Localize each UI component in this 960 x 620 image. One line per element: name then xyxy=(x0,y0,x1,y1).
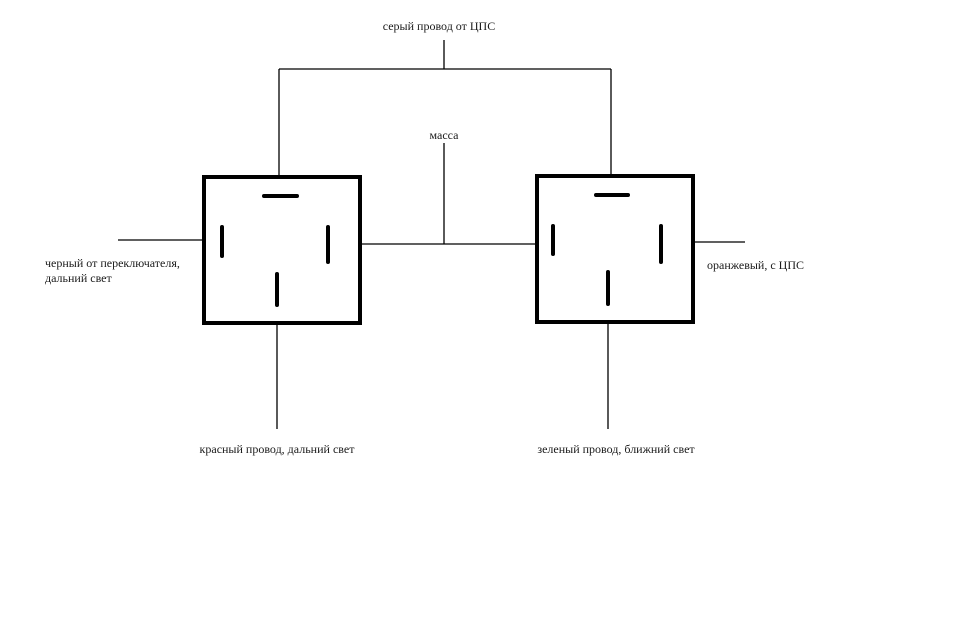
relay-left-body xyxy=(202,175,362,325)
green-wire-label: зеленый провод, ближний свет xyxy=(537,442,695,456)
relay-left xyxy=(202,175,362,325)
ground-wire xyxy=(332,143,554,245)
gray-wire xyxy=(278,40,612,193)
relay-right-body xyxy=(535,174,695,324)
red-wire-label: красный провод, дальний свет xyxy=(200,442,356,456)
black-wire-label-line2: дальний свет xyxy=(45,271,113,285)
orange-wire-label: оранжевый, с ЦПС xyxy=(707,258,804,272)
black-wire-label-line1: черный от переключателя, xyxy=(45,256,180,270)
ground-label: масса xyxy=(430,128,460,142)
gray-wire-label: серый провод от ЦПС xyxy=(383,19,495,33)
relay-right xyxy=(535,174,695,324)
